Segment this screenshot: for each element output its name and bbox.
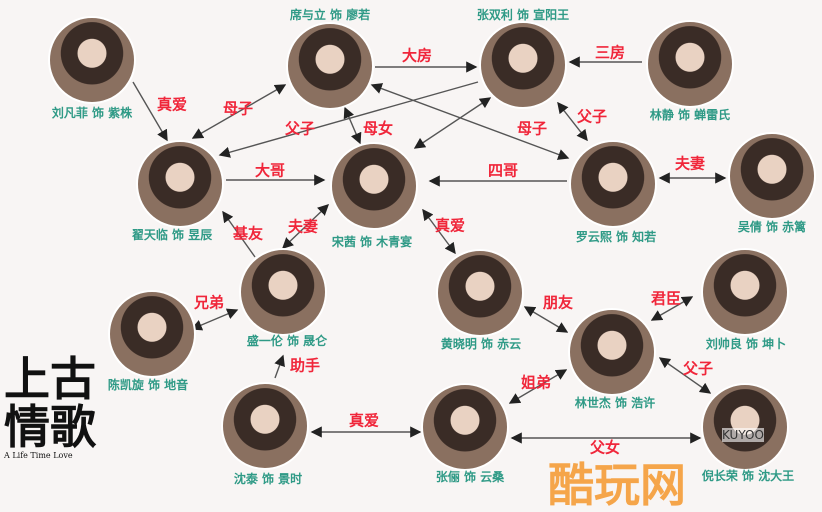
avatar-yuchen — [136, 140, 224, 228]
name-label: 翟天临 饰 昱辰 — [131, 228, 213, 242]
avatar-muqingyan — [330, 142, 418, 230]
relation-label: 大房 — [401, 46, 433, 65]
relation-label: 助手 — [289, 356, 321, 375]
name-label: 倪长荣 饰 沈大王 — [701, 469, 795, 483]
name-label: 盛一伦 饰 晟仑 — [246, 334, 328, 348]
name-label: 宋茜 饰 木青宴 — [331, 235, 413, 249]
watermark: 酷玩网 — [548, 458, 686, 512]
relation-label: 母子 — [516, 119, 548, 138]
name-label: 刘凡菲 饰 紫株 — [51, 106, 133, 120]
relation-label: 母女 — [362, 119, 394, 138]
relation-label: 姐弟 — [520, 373, 552, 392]
relation-label: 父子 — [576, 107, 608, 126]
avatar-chili — [728, 132, 816, 220]
name-label: 陈凯旋 饰 地音 — [107, 378, 189, 392]
avatar-liaoruo — [286, 22, 374, 110]
name-label: 席与立 饰 廖若 — [289, 8, 371, 22]
name-label: 张俪 饰 云桑 — [435, 470, 505, 484]
relation-label: 三房 — [594, 43, 626, 62]
relation-label: 兄弟 — [193, 293, 225, 312]
name-label: 张双利 饰 宣阳王 — [476, 8, 570, 22]
avatar-chiyun — [436, 249, 524, 337]
avatar-yunsang — [421, 383, 509, 471]
name-label: 刘帅良 饰 坤卜 — [705, 337, 787, 351]
avatar-chanlei — [646, 20, 734, 108]
avatar-kunbu — [701, 248, 789, 336]
avatar-zizhu — [48, 16, 136, 104]
relation-label: 父女 — [589, 438, 621, 457]
relation-label: 真爱 — [348, 411, 380, 430]
avatar-xuanyang — [479, 21, 567, 109]
relation-label: 朋友 — [542, 293, 574, 312]
relation-label: 夫妻 — [287, 217, 319, 236]
name-label: 林静 饰 蝉雷氏 — [649, 108, 731, 122]
avatar-haoxu — [568, 308, 656, 396]
relation-label: 大哥 — [254, 161, 286, 180]
relation-label: 真爱 — [434, 216, 466, 235]
relation-label: 真爱 — [156, 95, 188, 114]
name-label: 林世杰 饰 浩许 — [574, 396, 656, 410]
avatar-zhiruo — [569, 140, 657, 228]
relation-label: 基友 — [232, 224, 264, 243]
name-label: 吴倩 饰 赤篱 — [737, 220, 807, 234]
avatar-diyin — [108, 290, 196, 378]
name-label: 黄晓明 饰 赤云 — [440, 337, 522, 351]
relation-label: 父子 — [682, 359, 714, 378]
name-label: 沈泰 饰 景时 — [233, 472, 303, 486]
avatar-jingshi — [221, 382, 309, 470]
relation-label: 夫妻 — [674, 154, 706, 173]
relation-label: 四哥 — [487, 161, 519, 180]
relation-label: 父子 — [284, 119, 316, 138]
watermark-small: KUYOO — [722, 428, 764, 442]
avatar-dawang — [701, 383, 789, 471]
name-label: 罗云熙 饰 知若 — [575, 230, 657, 244]
relation-label: 母子 — [222, 99, 254, 118]
relation-label: 君臣 — [650, 289, 682, 308]
avatar-shenglun — [239, 248, 327, 336]
